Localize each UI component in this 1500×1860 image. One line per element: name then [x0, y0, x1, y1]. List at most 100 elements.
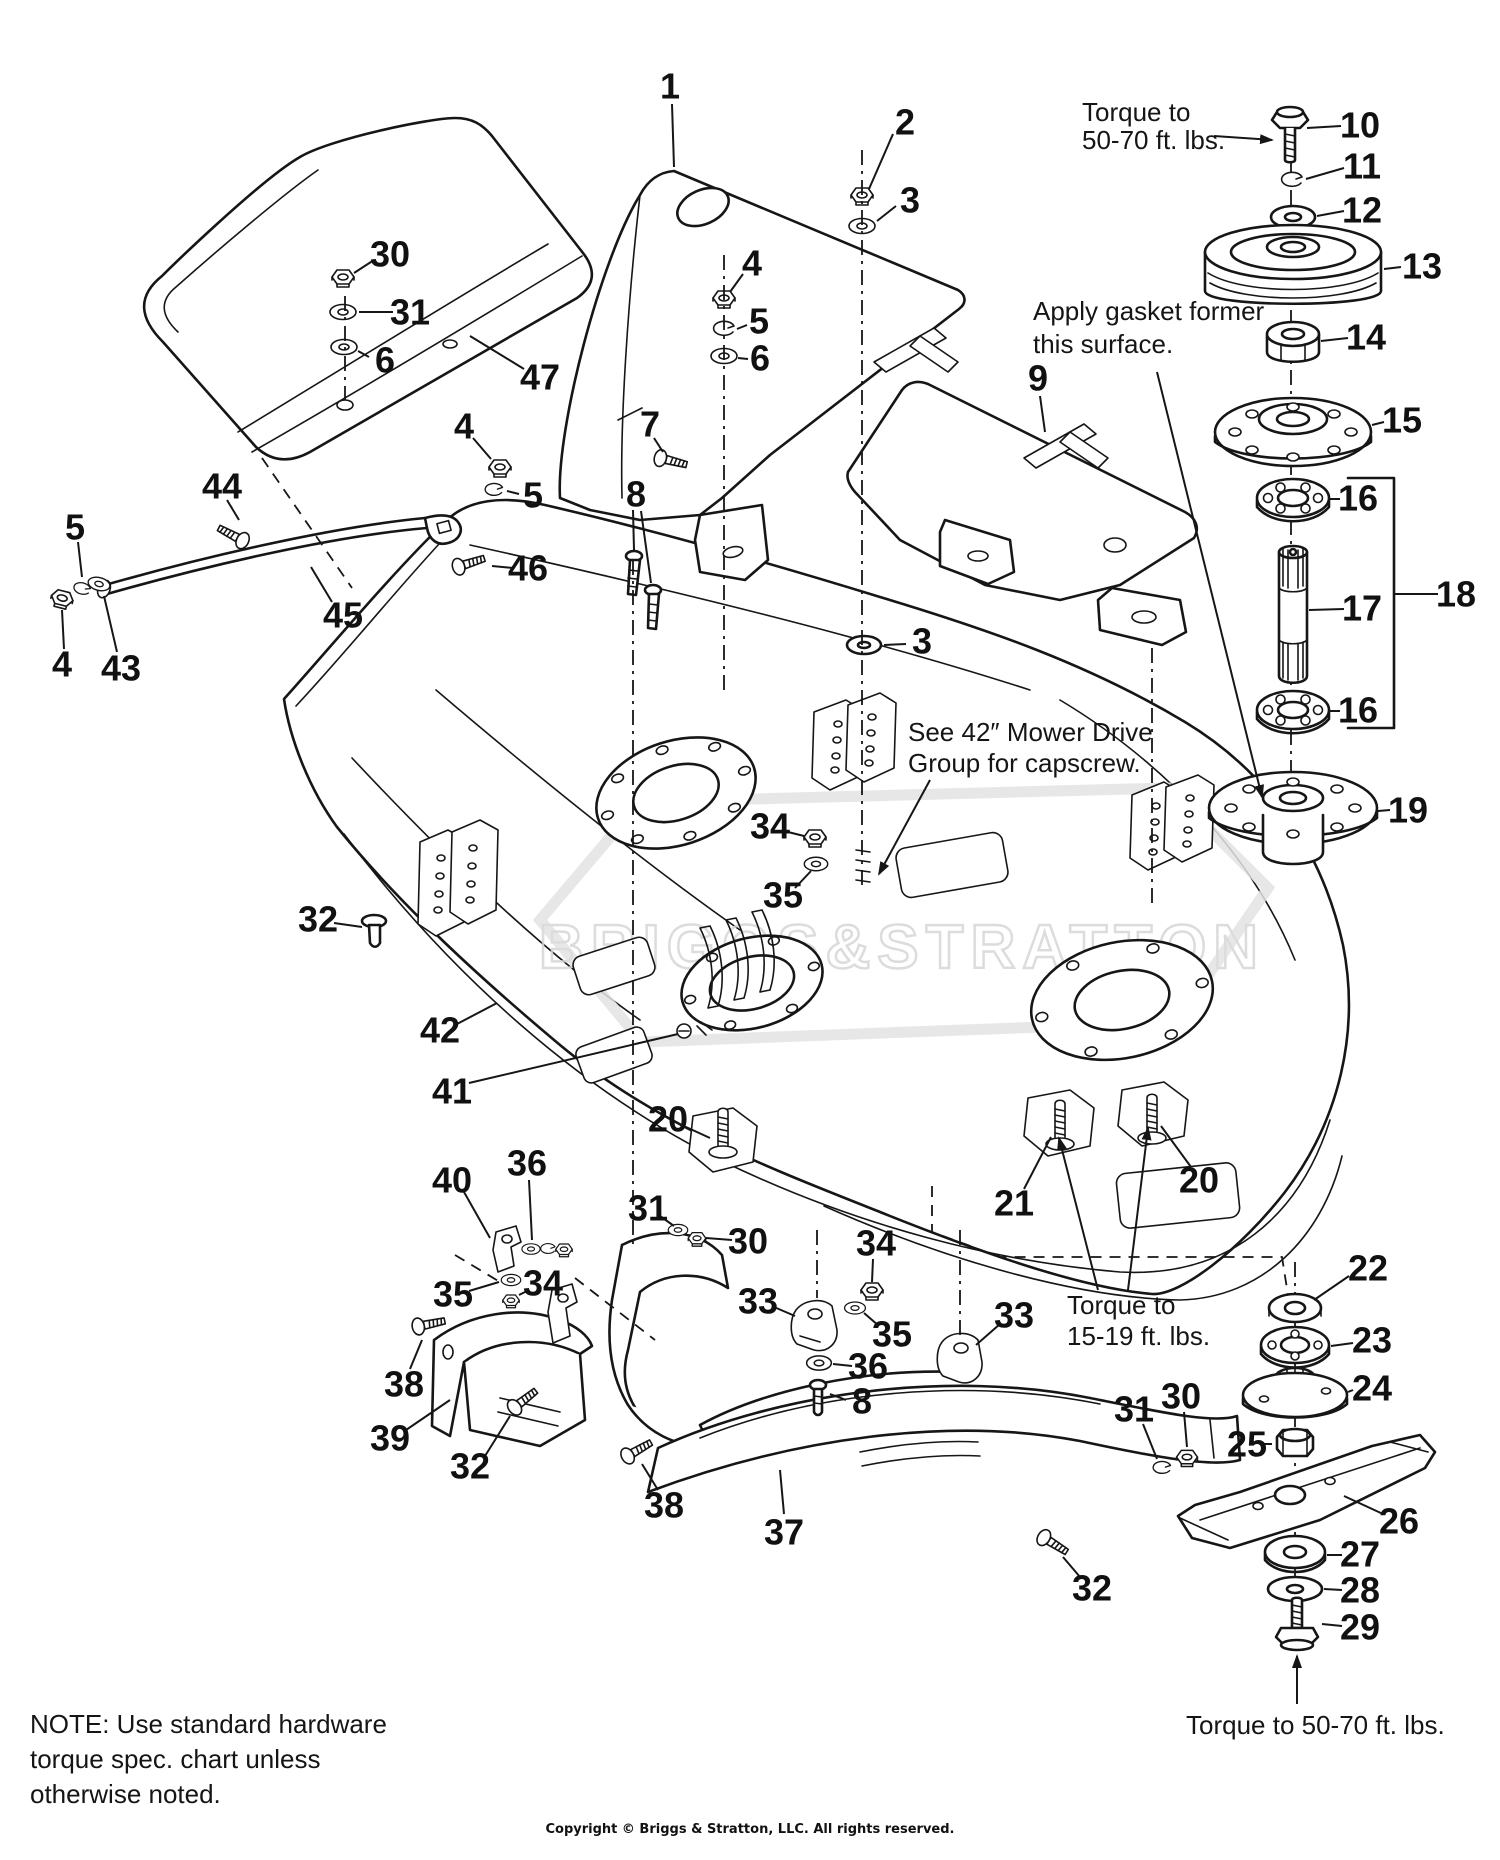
part-callout-4: 4	[52, 644, 72, 685]
leader-line-4	[61, 609, 65, 650]
part-callout-22: 22	[1348, 1248, 1388, 1289]
part-callout-31: 31	[628, 1188, 668, 1229]
leader-line-41	[468, 1033, 679, 1084]
assembly-axis-lines-over	[261, 150, 1289, 1341]
part-callout-5: 5	[523, 475, 543, 516]
part-callout-11: 11	[1343, 146, 1381, 187]
bolt-44	[213, 519, 254, 553]
bolt-32-left	[360, 913, 388, 949]
part-callout-14: 14	[1346, 317, 1386, 358]
washer-36b	[520, 1242, 542, 1256]
part-callout-5: 5	[749, 301, 769, 342]
blade-hub-24	[1241, 1366, 1349, 1419]
leader-line-14	[1320, 337, 1349, 342]
part-callout-17: 17	[1342, 588, 1382, 629]
part-callout-47: 47	[520, 357, 560, 398]
part-callout-45: 45	[323, 595, 363, 636]
part-callout-24: 24	[1352, 1368, 1392, 1409]
part-callout-43: 43	[101, 648, 141, 689]
lockwasher-35b	[539, 1242, 556, 1255]
part-callout-31: 31	[1114, 1389, 1154, 1430]
part-callout-20: 20	[1179, 1160, 1219, 1201]
washer-35-deck	[803, 856, 829, 872]
part-callout-16: 16	[1338, 690, 1378, 731]
blade-spindle-stack	[1241, 1292, 1349, 1652]
lockwasher-11	[1280, 171, 1304, 188]
plate-cleats	[873, 327, 1109, 469]
leader-line-8	[640, 510, 652, 584]
bolt-8-lower	[808, 1378, 828, 1417]
leader-line-30	[705, 1237, 733, 1241]
bearing-16-upper	[1255, 477, 1331, 523]
leader-line-32	[484, 1415, 511, 1457]
copyright-footer: Copyright © Briggs & Stratton, LLC. All …	[545, 1822, 954, 1837]
bearing-16-lower	[1255, 689, 1331, 735]
deck-mounting-pads	[572, 831, 1241, 1229]
leader-line-45	[310, 566, 333, 603]
bolt-38-left	[409, 1311, 448, 1338]
part-callout-38: 38	[384, 1364, 424, 1405]
part-callout-2: 2	[895, 102, 915, 143]
leader-line-26	[1343, 1495, 1384, 1515]
leader-line-31	[659, 1215, 675, 1227]
part-callout-6: 6	[750, 338, 770, 379]
leader-line-13	[1383, 266, 1402, 270]
deck-bracket-towers	[417, 692, 1215, 937]
spacer-14	[1265, 320, 1321, 363]
part-callout-35: 35	[433, 1274, 473, 1315]
part-callout-32: 32	[298, 899, 338, 940]
leader-line-33	[773, 1306, 796, 1317]
nut-25	[1275, 1427, 1315, 1458]
nut-4-rod	[487, 458, 513, 479]
baffle-37-right	[646, 1384, 1242, 1494]
leader-line-38	[409, 1339, 423, 1370]
leader-line-23	[1330, 1342, 1354, 1347]
lockwasher-5-rod	[484, 482, 504, 497]
part-callout-10: 10	[1340, 105, 1380, 146]
brackets-40	[492, 1225, 578, 1344]
deck-top-details	[417, 692, 1241, 1229]
leader-line-5	[736, 324, 748, 330]
small-hardware	[47, 186, 1199, 1561]
deck-spindle-hole-left	[595, 736, 757, 850]
part-callout-34: 34	[856, 1223, 896, 1264]
leader-line-24	[1347, 1389, 1354, 1393]
hub-15	[1213, 396, 1373, 468]
part-callout-16: 16	[1338, 478, 1378, 519]
washer-35c	[500, 1273, 522, 1287]
leader-line-10	[1306, 125, 1342, 129]
clamps-33	[790, 1299, 983, 1384]
leader-line-6	[357, 350, 370, 358]
leader-line-42	[456, 1002, 498, 1025]
leader-line-43	[103, 595, 118, 653]
leader-line-34	[871, 1258, 874, 1283]
leader-line-40	[463, 1191, 491, 1239]
part-callout-9: 9	[1028, 358, 1048, 399]
nut-30-blade	[1175, 1449, 1199, 1468]
part-callout-27: 27	[1340, 1534, 1380, 1575]
part-callout-32: 32	[450, 1446, 490, 1487]
part-callout-40: 40	[432, 1160, 472, 1201]
blade-26	[1176, 1433, 1437, 1550]
nut-34e	[859, 1281, 885, 1302]
part-callout-20: 20	[648, 1099, 688, 1140]
leader-line-37	[779, 1469, 785, 1515]
blade-bolt-29	[1274, 1596, 1320, 1652]
blade-mount-hex-plates	[688, 1081, 1189, 1173]
annotation-arrow-0	[1213, 134, 1274, 145]
part-callout-30: 30	[728, 1221, 768, 1262]
leader-line-9	[1039, 395, 1046, 433]
washer-6-cover	[329, 338, 359, 356]
leader-line-20	[1160, 1125, 1192, 1168]
leader-line-35	[863, 1312, 880, 1327]
part-callout-8: 8	[852, 1381, 872, 1422]
part-callout-35: 35	[763, 875, 803, 916]
leader-line-33	[975, 1323, 1001, 1346]
part-callout-18: 18	[1436, 574, 1476, 615]
part-callout-19: 19	[1388, 790, 1428, 831]
leader-line-19	[1377, 809, 1391, 812]
